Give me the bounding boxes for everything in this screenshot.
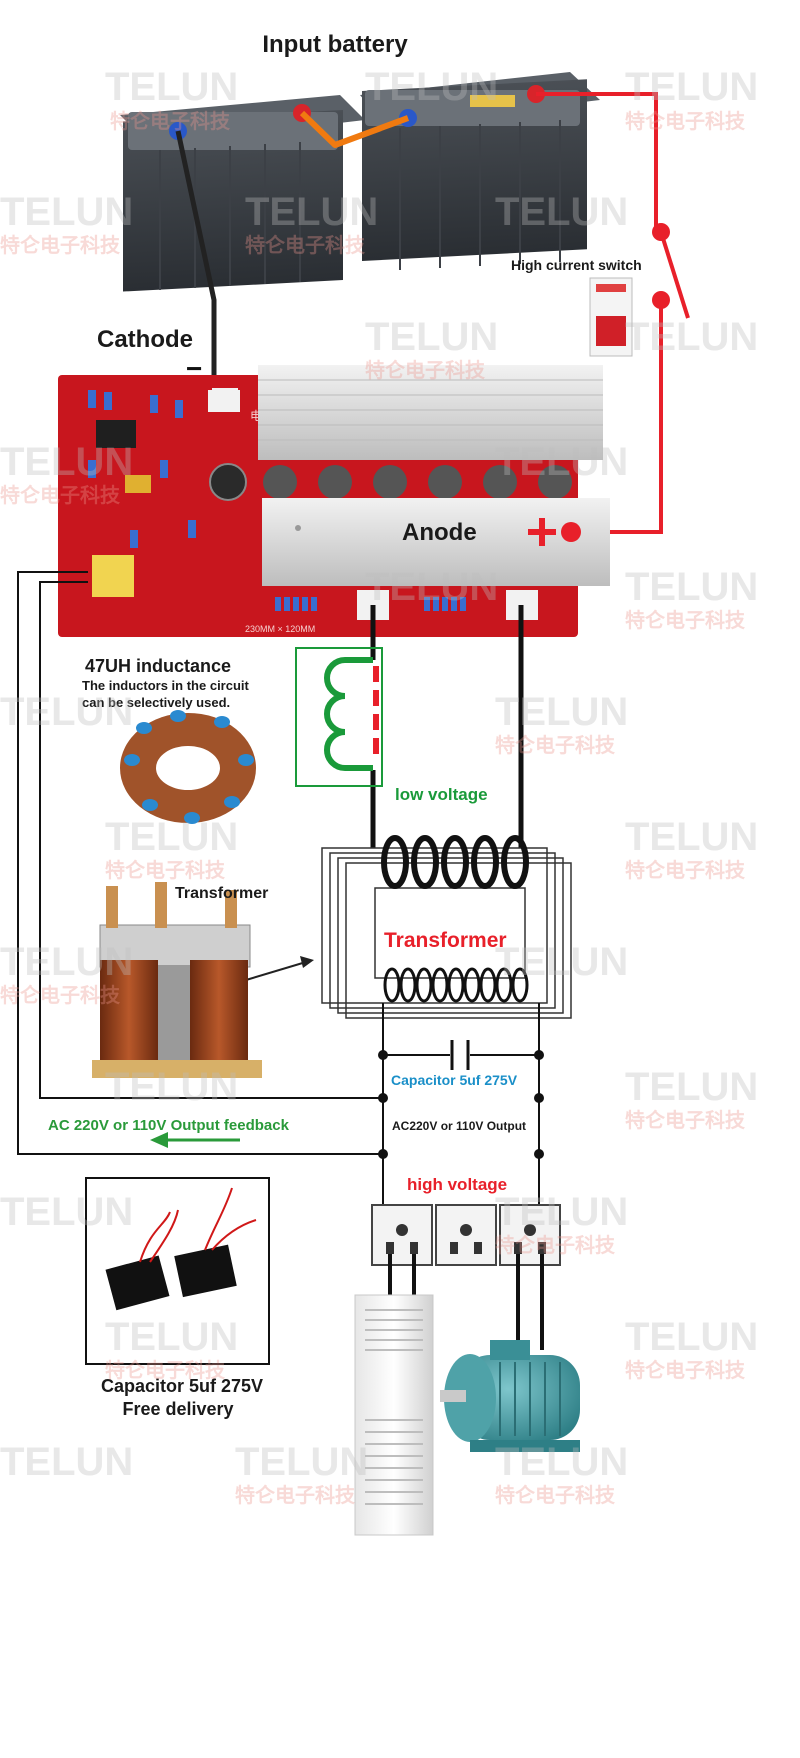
label-free-capacitor-1: Capacitor 5uf 275V [101, 1376, 263, 1396]
watermark: TELUN [105, 1315, 238, 1359]
watermark: TELUN [625, 1315, 758, 1359]
junction-dot [378, 1050, 388, 1060]
power-socket [435, 1204, 497, 1266]
watermark: TELUN [105, 815, 238, 859]
watermark-cn: 特仑电子科技 [625, 1358, 746, 1382]
breaker-icon [589, 277, 633, 357]
watermark: TELUN [0, 940, 133, 984]
junction-dot [534, 1093, 544, 1103]
battery-right [360, 72, 600, 270]
power-socket [499, 1204, 561, 1266]
transformer-image [92, 882, 262, 1078]
label-anode: Anode [402, 519, 477, 546]
label-cathode: Cathode [97, 326, 193, 353]
watermark: TELUN [625, 65, 758, 109]
watermark-cn: 特仑电子科技 [365, 358, 486, 382]
battery-negative-terminal [208, 390, 240, 412]
watermark-cn: 特仑电子科技 [625, 858, 746, 882]
watermark-cn: 特仑电子科技 [245, 233, 366, 257]
secondary-wiring [382, 1003, 540, 1170]
watermark-cn: 特仑电子科技 [495, 1483, 616, 1507]
watermark-cn: 特仑电子科技 [105, 858, 226, 882]
watermark: TELUN [0, 1190, 133, 1234]
label-capacitor-rating: Capacitor 5uf 275V [391, 1072, 518, 1088]
label-free-capacitor-2: Free delivery [122, 1399, 233, 1419]
watermark: TELUN [235, 1440, 368, 1484]
watermark: TELUN [365, 315, 498, 359]
label-high-current-switch: High current switch [511, 257, 642, 273]
transformer-symbol [321, 835, 572, 1019]
label-input-battery: Input battery [262, 31, 408, 58]
watermark-cn: 特仑电子科技 [0, 983, 121, 1007]
watermark-cn-layer: 特仑电子科技 特仑电子科技 特仑电子科技 特仑电子科技 特仑电子科技 特仑电子科… [0, 109, 746, 1507]
label-output: AC220V or 110V Output [392, 1119, 526, 1133]
label-output-feedback: AC 220V or 110V Output feedback [48, 1117, 290, 1134]
heatsink-lower [262, 498, 610, 586]
electrolytic-capacitors [263, 465, 572, 499]
small-transformer [92, 555, 134, 597]
label-inductance-title: 47UH inductance [85, 656, 231, 676]
capacitor-gift-box [85, 1177, 270, 1365]
watermark: TELUN [365, 65, 498, 109]
watermark-cn: 特仑电子科技 [105, 1358, 226, 1382]
watermark: TELUN [0, 440, 133, 484]
negative-wire [175, 130, 217, 400]
series-link-wire [299, 110, 410, 148]
watermark: TELUN [495, 940, 628, 984]
watermark: TELUN [495, 440, 628, 484]
label-inductance-note-2: can be selectively used. [82, 695, 230, 710]
watermark: TELUN [365, 565, 498, 609]
watermark-cn: 特仑电子科技 [0, 233, 121, 257]
heatsink-upper [258, 365, 603, 460]
watermark: TELUN [0, 690, 133, 734]
watermark: TELUN [0, 190, 133, 234]
watermark-cn: 特仑电子科技 [625, 608, 746, 632]
watermark: TELUN [625, 1065, 758, 1109]
watermark-cn: 特仑电子科技 [495, 1233, 616, 1257]
watermark: TELUN [105, 65, 238, 109]
watermark: TELUN [495, 1440, 628, 1484]
watermark-cn: 特仑电子科技 [625, 1108, 746, 1132]
capacitor-symbol [450, 1040, 470, 1070]
electric-motor-image [440, 1340, 580, 1452]
watermark: TELUN [625, 565, 758, 609]
label-high-voltage: high voltage [407, 1175, 507, 1194]
junction-dot [534, 1050, 544, 1060]
feedback-arrow [150, 1132, 240, 1148]
anode-marker [528, 518, 581, 546]
label-cathode-sign: − [186, 353, 202, 384]
watermark: TELUN [245, 190, 378, 234]
watermark: TELUN [495, 190, 628, 234]
label-low-voltage: low voltage [395, 785, 488, 804]
switch-contact-top [652, 223, 670, 241]
watermark: TELUN [625, 315, 758, 359]
board-size-label: 230MM × 120MM [245, 624, 315, 634]
positive-wire-to-switch [536, 92, 658, 232]
label-inductance-note-1: The inductors in the circuit [82, 678, 250, 693]
toroid-inductor-image [120, 710, 256, 824]
watermark-cn: 特仑电子科技 [625, 109, 746, 133]
power-socket [371, 1204, 433, 1266]
watermark-cn: 特仑电子科技 [495, 733, 616, 757]
air-conditioner-image [354, 1294, 434, 1536]
label-transformer-schematic: Transformer [384, 929, 507, 952]
watermark-layer: TELUN TELUN TELUN TELUN TELUN TELUN TELU… [0, 65, 758, 1484]
watermark-cn: 特仑电子科技 [0, 483, 121, 507]
watermark: TELUN [625, 815, 758, 859]
watermark-cn: 特仑电子科技 [235, 1483, 356, 1507]
watermark-cn: 特仑电子科技 [110, 109, 231, 133]
switch-lever [659, 231, 690, 319]
switch-contact-bottom [652, 291, 670, 309]
watermark: TELUN [495, 690, 628, 734]
transformer-pointer-arrow [245, 961, 307, 981]
load-wiring [388, 1254, 544, 1350]
label-transformer-photo: Transformer [175, 885, 268, 902]
watermark: TELUN [105, 1065, 238, 1109]
watermark: TELUN [495, 1190, 628, 1234]
output-bus [382, 1154, 540, 1205]
inductor-symbol [295, 647, 383, 787]
watermark: TELUN [0, 1440, 133, 1484]
